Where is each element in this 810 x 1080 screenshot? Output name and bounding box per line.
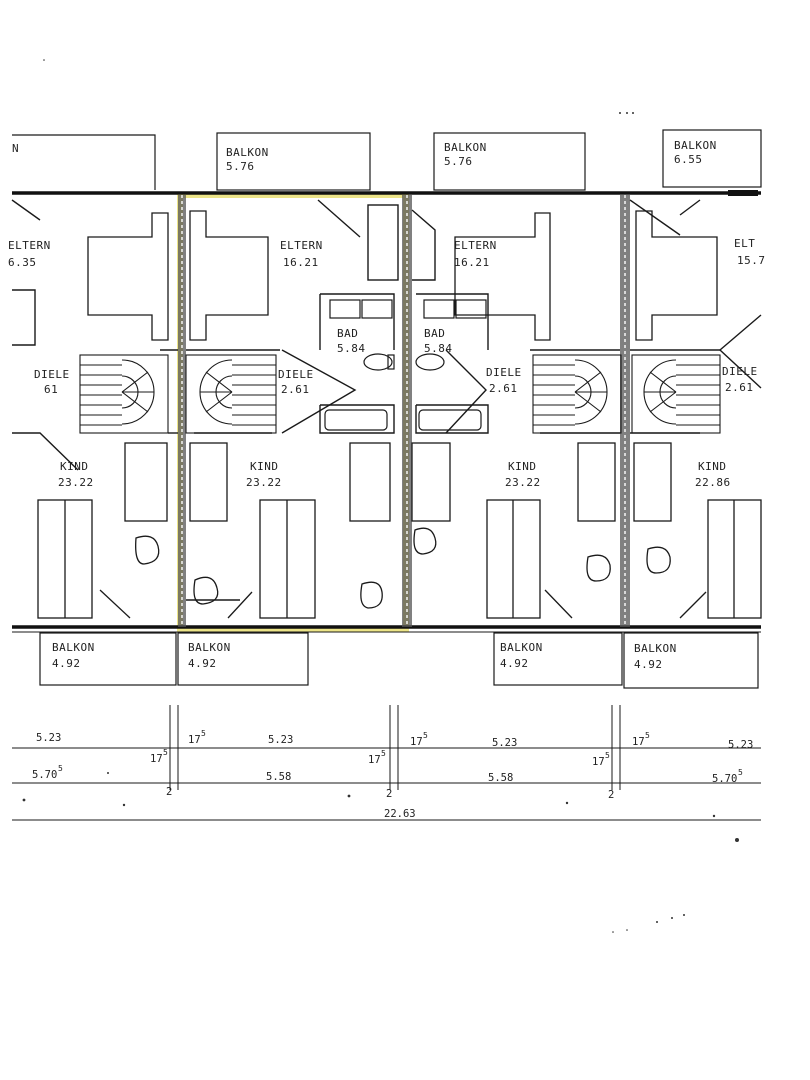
dim-small-2: 2 xyxy=(386,788,392,800)
parents-label-2: ELTERN xyxy=(280,239,323,252)
bottom-balcony-area-2: 4.92 xyxy=(188,657,217,670)
top-balcony-label-1: N xyxy=(12,142,19,155)
top-balcony-area-3: 5.76 xyxy=(444,155,473,168)
kids-label-2: KIND xyxy=(250,460,279,473)
top-balcony-label-3: BALKON xyxy=(444,141,487,154)
dim-row1-2: 5.23 xyxy=(268,734,293,746)
parents-label-4: ELT xyxy=(734,237,755,250)
hall-area-1: 61 xyxy=(44,383,58,396)
bath-area-1: 5.84 xyxy=(337,342,366,355)
parents-area-4: 15.7 xyxy=(737,254,766,267)
bath-label-2: BAD xyxy=(424,327,445,340)
bath-labels: BAD 5.84 BAD 5.84 xyxy=(337,327,453,355)
bottom-balcony-area-1: 4.92 xyxy=(52,657,81,670)
parents-area-1: 6.35 xyxy=(8,256,37,269)
bottom-balconies xyxy=(12,631,761,689)
kids-label-1: KIND xyxy=(60,460,89,473)
dim-wall-6-sup: 5 xyxy=(645,731,650,740)
kids-area-3: 23.22 xyxy=(505,476,541,489)
dim-wall-3-sup: 5 xyxy=(381,749,386,758)
staircases xyxy=(79,354,721,434)
kids-area-2: 23.22 xyxy=(246,476,282,489)
dim-row2-3: 5.58 xyxy=(488,772,513,784)
parents-area-3: 16.21 xyxy=(454,256,490,269)
dim-wall-1-sup: 5 xyxy=(163,748,168,757)
bath-fixtures xyxy=(324,299,487,431)
dimension-lines xyxy=(12,705,761,821)
top-balcony-label-2: BALKON xyxy=(226,146,269,159)
parents-area-2: 16.21 xyxy=(283,256,319,269)
hall-label-3: DIELE xyxy=(486,366,522,379)
top-balcony-area-4: 6.55 xyxy=(674,153,703,166)
dim-row2-1-sup: 5 xyxy=(58,764,63,773)
parents-label-3: ELTERN xyxy=(454,239,497,252)
dim-row2-2: 5.58 xyxy=(266,771,291,783)
kids-furniture xyxy=(37,442,762,619)
dim-wall-3: 17 xyxy=(368,754,381,766)
bottom-balcony-label-2: BALKON xyxy=(188,641,231,654)
dim-small-3: 2 xyxy=(608,789,614,801)
dim-wall-2-sup: 5 xyxy=(201,729,206,738)
dim-row1-3: 5.23 xyxy=(492,737,517,749)
dim-row2-4-sup: 5 xyxy=(738,768,743,777)
bottom-balcony-label-1: BALKON xyxy=(52,641,95,654)
kids-label-3: KIND xyxy=(508,460,537,473)
hall-label-2: DIELE xyxy=(278,368,314,381)
top-balcony-labels: N BALKON 5.76 BALKON 5.76 BALKON 6.55 xyxy=(12,139,717,173)
bottom-balcony-label-4: BALKON xyxy=(634,642,677,655)
bottom-balcony-label-3: BALKON xyxy=(500,641,543,654)
dim-total: 22.63 xyxy=(384,808,416,820)
bottom-balcony-area-4: 4.92 xyxy=(634,658,663,671)
parents-room-labels: ELTERN 6.35 ELTERN 16.21 ELTERN 16.21 EL… xyxy=(8,237,766,269)
dim-row1-4: 5.23 xyxy=(728,739,753,751)
hall-labels: DIELE 61 DIELE 2.61 DIELE 2.61 DIELE 2.6… xyxy=(34,365,758,396)
hall-area-3: 2.61 xyxy=(489,382,518,395)
top-balcony-label-4: BALKON xyxy=(674,139,717,152)
bath-area-2: 5.84 xyxy=(424,342,453,355)
bath-label-1: BAD xyxy=(337,327,358,340)
dim-wall-1: 17 xyxy=(150,753,163,765)
dimension-labels: 5.23 5.23 5.23 5.23 17 5 17 5 17 5 17 5 … xyxy=(32,729,753,820)
bottom-balcony-area-3: 4.92 xyxy=(500,657,529,670)
top-balconies xyxy=(12,129,762,191)
dim-wall-6: 17 xyxy=(632,736,645,748)
dim-wall-5: 17 xyxy=(592,756,605,768)
hall-area-2: 2.61 xyxy=(281,383,310,396)
dim-wall-2: 17 xyxy=(188,734,201,746)
hall-label-1: DIELE xyxy=(34,368,70,381)
dim-row2-4: 5.70 xyxy=(712,773,737,785)
kids-area-1: 23.22 xyxy=(58,476,94,489)
dim-row1-1: 5.23 xyxy=(36,732,61,744)
bottom-balcony-labels: BALKON 4.92 BALKON 4.92 BALKON 4.92 BALK… xyxy=(52,641,677,671)
dim-row2-1: 5.70 xyxy=(32,769,57,781)
parents-label-1: ELTERN xyxy=(8,239,51,252)
kids-label-4: KIND xyxy=(698,460,727,473)
beds xyxy=(87,210,718,341)
hall-label-4: DIELE xyxy=(722,365,758,378)
kids-area-4: 22.86 xyxy=(695,476,731,489)
kids-room-labels: KIND 23.22 KIND 23.22 KIND 23.22 KIND 22… xyxy=(58,460,731,489)
party-walls xyxy=(178,195,630,627)
outer-walls xyxy=(12,190,761,629)
interior-walls xyxy=(11,199,762,601)
scan-specks xyxy=(22,59,739,933)
dim-wall-4-sup: 5 xyxy=(423,731,428,740)
dim-small-1: 2 xyxy=(166,786,172,798)
dim-wall-4: 17 xyxy=(410,736,423,748)
dim-wall-5-sup: 5 xyxy=(605,751,610,760)
top-balcony-area-2: 5.76 xyxy=(226,160,255,173)
hall-area-4: 2.61 xyxy=(725,381,754,394)
